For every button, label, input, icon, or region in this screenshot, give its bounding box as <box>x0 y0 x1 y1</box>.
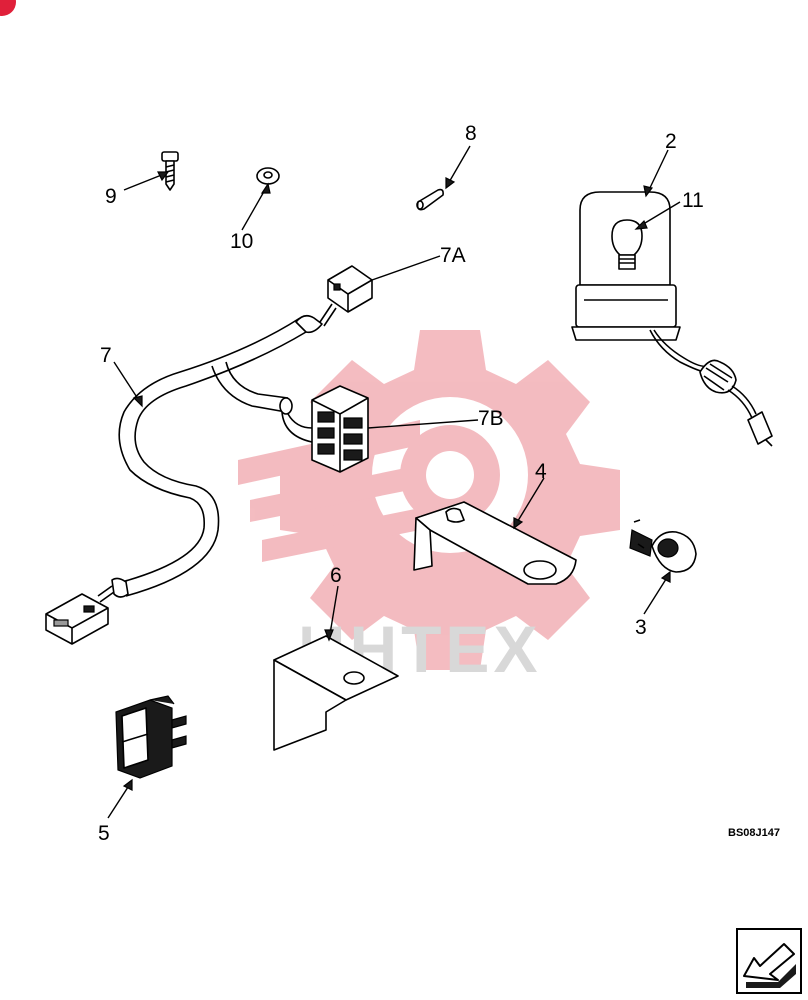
arrowhead-2 <box>643 185 654 198</box>
callout-5: 5 <box>98 822 110 845</box>
callout-7: 7 <box>100 344 112 367</box>
arrowhead-3 <box>660 570 671 583</box>
leader-2 <box>647 149 669 193</box>
part-connector-lower <box>45 593 109 645</box>
leader-7a <box>371 255 441 281</box>
leader-5 <box>107 783 131 819</box>
part-bolt <box>161 151 179 191</box>
back-nav-button[interactable] <box>736 928 802 994</box>
part-nut <box>256 167 280 185</box>
leader-8 <box>447 145 471 185</box>
arrowhead-4 <box>513 517 524 530</box>
leader-4 <box>515 477 545 525</box>
callout-3: 3 <box>635 616 647 639</box>
callout-8: 8 <box>465 122 477 145</box>
arrowhead-11 <box>634 219 648 230</box>
callout-7b: 7B <box>478 407 504 430</box>
leader-9 <box>123 173 165 191</box>
callout-7a: 7A <box>440 244 466 267</box>
callout-4: 4 <box>535 460 547 483</box>
part-rocker-switch <box>115 695 187 779</box>
part-bracket-6 <box>273 635 399 751</box>
arrowhead-7 <box>132 395 143 408</box>
part-wire-harness <box>97 303 337 603</box>
leader-6 <box>329 585 339 635</box>
callout-2: 2 <box>665 130 677 153</box>
callout-10: 10 <box>230 230 253 253</box>
figure-code: BS08J147 <box>728 827 780 839</box>
part-connector-7b <box>279 385 369 473</box>
arrowhead-8 <box>445 177 456 190</box>
arrow-bottom-left-icon <box>743 943 796 988</box>
arrowhead-5 <box>122 778 133 791</box>
leader-7b <box>367 419 479 429</box>
arrowhead-6 <box>324 629 334 642</box>
part-bracket-4 <box>413 501 577 585</box>
callout-11: 11 <box>682 189 704 212</box>
arrowhead-9 <box>157 171 170 182</box>
callout-9: 9 <box>105 185 117 208</box>
part-pin <box>416 188 444 211</box>
leader-3 <box>643 575 669 615</box>
callout-6: 6 <box>330 564 342 587</box>
part-power-socket <box>629 519 697 573</box>
part-connector-7a <box>327 265 373 313</box>
leader-10 <box>241 187 267 231</box>
part-beacon-lamp <box>571 191 773 447</box>
arrowhead-10 <box>260 182 271 194</box>
leader-7 <box>113 361 141 403</box>
leader-11 <box>639 201 681 227</box>
